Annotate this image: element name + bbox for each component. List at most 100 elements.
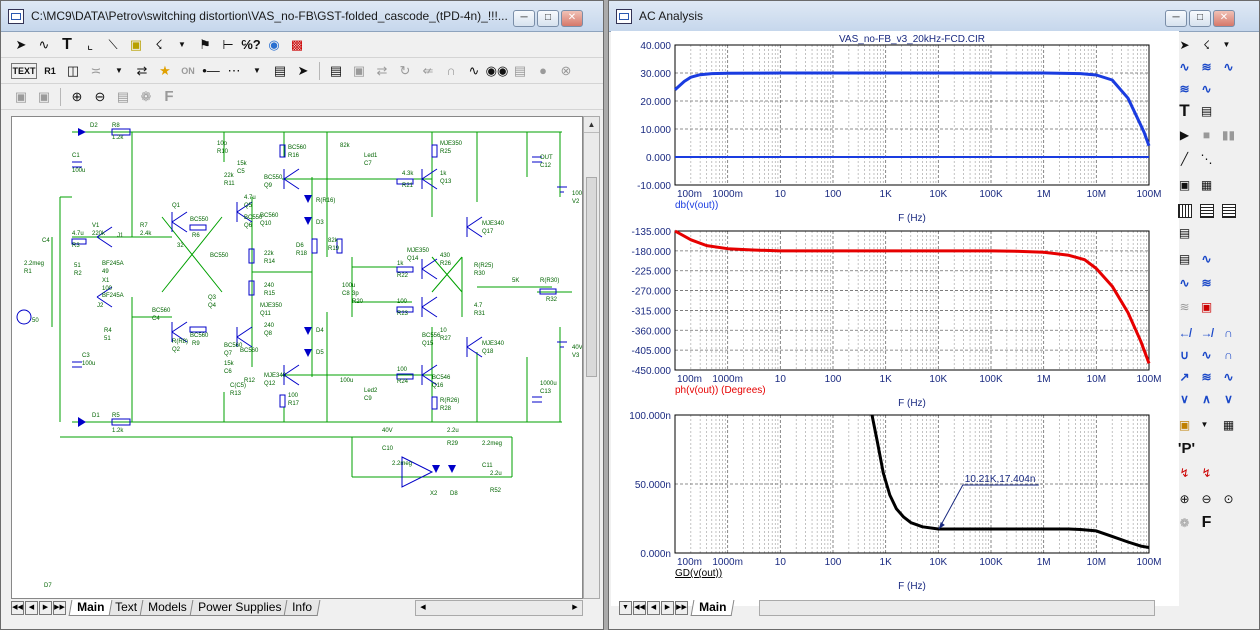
rotate-icon[interactable]: ↻	[399, 62, 411, 78]
zoom-out-icon[interactable]: ⊖	[1201, 491, 1212, 506]
ac-analysis-titlebar[interactable]: AC Analysis ─ □ ✕	[609, 1, 1259, 32]
grid-icon[interactable]: ▦	[1200, 177, 1213, 192]
chevron-down-icon[interactable]: ▼	[178, 40, 186, 49]
zoom-in-icon[interactable]: ⊕	[71, 88, 83, 104]
maximize-button[interactable]: □	[1189, 10, 1211, 27]
panel-icon[interactable]: ▤	[1178, 251, 1191, 266]
wave-icon-3[interactable]: ∿	[1223, 59, 1234, 74]
alert-icon[interactable]: ●	[539, 63, 547, 78]
binoculars-icon[interactable]: ◉◉	[485, 62, 509, 78]
data-icon[interactable]: ▤	[1178, 225, 1191, 240]
table-icon[interactable]: ▦	[1222, 417, 1235, 432]
info-icon[interactable]: ⊢	[222, 36, 234, 52]
properties-icon[interactable]: ▤	[329, 62, 343, 78]
cursor-left-icon[interactable]: ↯	[1179, 465, 1190, 480]
cursor-arch-icon-a[interactable]: ∩	[1224, 325, 1233, 340]
properties-icon-2[interactable]: ▣	[1178, 417, 1191, 432]
palette-icon[interactable]: ❁	[140, 88, 152, 104]
grid-icon-2[interactable]	[1175, 201, 1194, 220]
tab-models[interactable]: Models	[139, 600, 196, 616]
text-icon[interactable]: T	[1179, 100, 1190, 120]
zoom-in-icon[interactable]: ⊕	[1179, 491, 1190, 506]
scroll-down-icon[interactable]: ▼	[619, 601, 632, 615]
schematic-titlebar[interactable]: C:\MC9\DATA\Petrov\switching distortion\…	[1, 1, 603, 32]
line-dots-icon[interactable]: ⋱	[1200, 151, 1213, 166]
grid-icon-4[interactable]	[1219, 201, 1238, 220]
node-dot-icon[interactable]: •—	[202, 63, 220, 78]
select-arrow-icon[interactable]: ➤	[1179, 37, 1190, 52]
tab-main[interactable]: Main	[690, 600, 735, 616]
select-arrow-icon[interactable]: ➤	[15, 36, 27, 52]
cursor-peak-icon[interactable]: ∿	[1201, 347, 1212, 362]
toggle-icon[interactable]: ▩	[290, 36, 304, 52]
cursor-x-icon[interactable]: ↗	[1179, 369, 1190, 384]
box-icon[interactable]: ▣	[1178, 177, 1191, 192]
print-icon[interactable]: ▤	[116, 88, 130, 104]
plus-icon[interactable]: ▣	[1200, 299, 1213, 314]
cursor-right-icon-a[interactable]: ↛	[1200, 325, 1213, 340]
wave-icon-1[interactable]: ∿	[1179, 59, 1190, 74]
cursor-right-icon[interactable]: ↯	[1201, 465, 1212, 480]
flag-icon[interactable]: ▣	[129, 36, 143, 52]
scroll-up-icon[interactable]: ▲	[584, 117, 599, 133]
wire-icon[interactable]: ∿	[38, 36, 50, 52]
P-icon[interactable]: 'P'	[1177, 440, 1196, 457]
component-icon[interactable]: ☇	[155, 36, 163, 52]
tab-main[interactable]: Main	[68, 600, 113, 616]
lamp-icon[interactable]: ★	[159, 62, 171, 78]
ortho-wire-icon[interactable]: ⌞	[86, 36, 94, 52]
cursor-prev-icon[interactable]: ∧	[1202, 391, 1211, 406]
wave-icon-2[interactable]: ≋	[1201, 59, 1212, 74]
page-icon[interactable]: ▤	[273, 62, 287, 78]
pin-connections-icon[interactable]: ⇄	[136, 62, 148, 78]
font-icon[interactable]: F	[1201, 513, 1212, 531]
next-page-icon[interactable]: ▶	[39, 601, 52, 615]
chevron-down-icon-3[interactable]: ▼	[253, 66, 261, 75]
mirror-icon[interactable]: ⇄	[376, 62, 388, 78]
ac-analysis-horizontal-scrollbar[interactable]	[759, 600, 1155, 616]
wave-icon-5[interactable]: ∿	[1201, 81, 1212, 96]
first-page-icon[interactable]: ◀◀	[11, 601, 24, 615]
cursor-y-icon[interactable]: ≋	[1201, 369, 1212, 384]
palette-icon[interactable]: ❁	[1179, 515, 1190, 530]
tab-info[interactable]: Info	[284, 600, 321, 616]
grid-icon[interactable]: ⋯	[227, 62, 241, 78]
schematic-horizontal-scrollbar[interactable]: ◀ ▶	[415, 600, 583, 616]
paste-icon[interactable]: ▣	[37, 88, 51, 104]
valley-icon[interactable]: ≋	[1179, 299, 1190, 314]
tab-power-supplies[interactable]: Power Supplies	[189, 600, 290, 616]
zoom-out-icon[interactable]: ⊖	[94, 88, 106, 104]
close-button[interactable]: ✕	[1213, 10, 1235, 27]
cursor-icon[interactable]: ➤	[297, 62, 309, 78]
last-page-icon[interactable]: ▶▶	[675, 601, 688, 615]
pause-icon[interactable]: ▮▮	[1221, 127, 1236, 142]
cursor-icon[interactable]: ∿	[1201, 251, 1212, 266]
diagonal-wire-icon[interactable]: ⟍	[108, 36, 118, 52]
chevron-down-icon[interactable]: ▼	[1222, 40, 1231, 49]
play-icon[interactable]: ▶	[1179, 127, 1190, 142]
globe-icon[interactable]: ◉	[268, 36, 280, 52]
scroll-left-icon[interactable]: ◀	[420, 604, 426, 611]
node-numbers-icon[interactable]: ◫	[66, 62, 80, 78]
power-on-icon[interactable]: ON	[181, 65, 195, 76]
cursor-next-icon[interactable]: ∨	[1180, 391, 1189, 406]
chevron-down-icon-2[interactable]: ▼	[115, 66, 123, 75]
probe-icon[interactable]: ∿	[468, 62, 480, 78]
copy-icon[interactable]: ▣	[14, 88, 28, 104]
stop-icon[interactable]: ⊗	[560, 62, 572, 78]
scroll-right-icon[interactable]: ▶	[572, 604, 578, 611]
scroll-thumb[interactable]	[586, 177, 597, 377]
step-icon[interactable]: ▣	[352, 62, 366, 78]
line-icon[interactable]: ╱	[1180, 151, 1189, 166]
properties-icon[interactable]: ▤	[1200, 103, 1213, 118]
maximize-button[interactable]: □	[537, 10, 559, 27]
scale-icon[interactable]: ☇	[1203, 37, 1210, 52]
slope-icon[interactable]: ≋	[1201, 275, 1212, 290]
grid-icon-3[interactable]	[1197, 201, 1216, 220]
minimize-button[interactable]: ─	[1165, 10, 1187, 27]
schematic-vertical-scrollbar[interactable]: ▲	[583, 116, 600, 599]
flip-icon[interactable]: ⇍	[422, 62, 434, 78]
first-page-icon[interactable]: ◀◀	[633, 601, 646, 615]
